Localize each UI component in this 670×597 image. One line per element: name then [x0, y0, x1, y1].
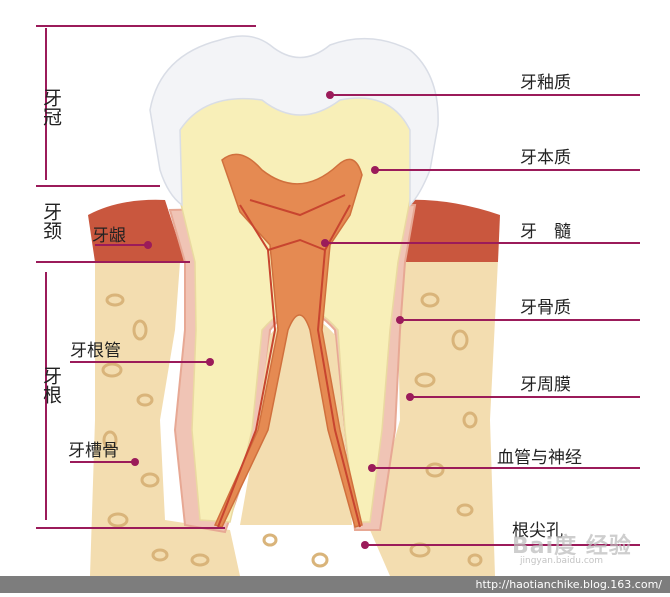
footer-bar: http://haotianchike.blog.163.com/: [0, 576, 670, 593]
baidu-watermark-sub: jingyan.baidu.com: [520, 556, 604, 566]
vessels-and-nerves: [217, 194, 361, 528]
region-neck-label: 牙颈: [40, 202, 62, 240]
footer-url: http://haotianchike.blog.163.com/: [475, 578, 662, 591]
leader-dots: [131, 91, 414, 549]
label-vessels-nerves: 血管与神经: [497, 448, 582, 468]
leader-lines: [36, 25, 640, 546]
label-apical-foramen: 根尖孔: [512, 521, 563, 541]
baidu-watermark: Bai度 经验: [512, 534, 632, 559]
label-cementum: 牙骨质: [520, 298, 571, 318]
region-root-label: 牙根: [40, 366, 62, 404]
label-dentin: 牙本质: [520, 148, 571, 168]
label-periodontium: 牙周膜: [520, 375, 571, 395]
gum-left: [88, 199, 185, 262]
label-gum: 牙龈: [92, 226, 126, 246]
label-enamel: 牙釉质: [520, 73, 571, 93]
region-crown-label: 牙冠: [40, 88, 62, 126]
alveolar-bone: [90, 260, 498, 576]
label-pulp: 牙 髓: [520, 222, 571, 242]
label-root-canal: 牙根管: [70, 341, 121, 361]
label-alveolar-bone: 牙槽骨: [68, 441, 119, 461]
gum-right: [395, 199, 500, 262]
